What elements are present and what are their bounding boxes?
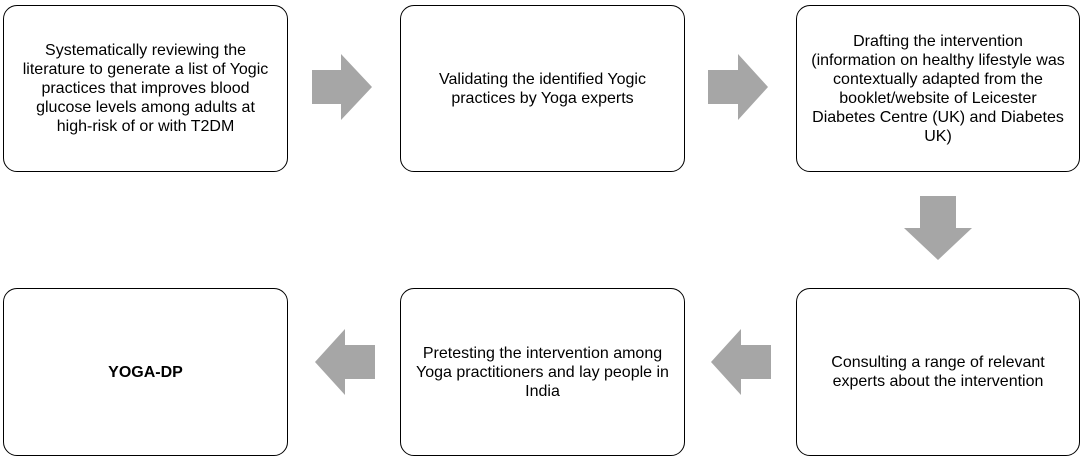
step-validation-box: Validating the identified Yogic practice… bbox=[400, 5, 685, 172]
step-literature-review-box: Systematically reviewing the literature … bbox=[3, 5, 288, 172]
step-consulting-box: Consulting a range of relevant experts a… bbox=[796, 288, 1080, 456]
step-final-yoga-dp-box: YOGA-DP bbox=[3, 288, 288, 456]
step-drafting-text: Drafting the intervention (information o… bbox=[811, 32, 1065, 145]
arrow-right-2-icon bbox=[708, 54, 768, 120]
arrow-left-1-icon bbox=[711, 329, 771, 395]
arrow-right-1-icon bbox=[312, 54, 372, 120]
arrow-down-icon bbox=[904, 196, 972, 260]
step-validation-text: Validating the identified Yogic practice… bbox=[439, 70, 646, 107]
arrow-left-2-icon bbox=[315, 329, 375, 395]
step-consulting-text: Consulting a range of relevant experts a… bbox=[831, 354, 1045, 390]
step-literature-review-text: Systematically reviewing the literature … bbox=[22, 42, 269, 135]
step-final-yoga-dp-text: YOGA-DP bbox=[108, 363, 183, 381]
step-drafting-box: Drafting the intervention (information o… bbox=[796, 5, 1080, 172]
step-pretesting-box: Pretesting the intervention among Yoga p… bbox=[400, 288, 685, 456]
step-pretesting-text: Pretesting the intervention among Yoga p… bbox=[416, 344, 669, 400]
